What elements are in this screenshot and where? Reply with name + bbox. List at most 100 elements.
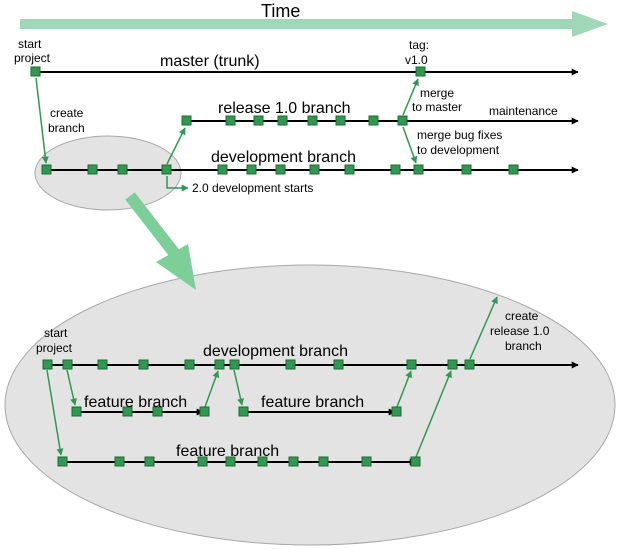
commit-node [122,406,133,417]
commit-node [415,66,426,77]
create-release-zoom-arrow [469,296,498,360]
commit-node [447,359,458,370]
zoom-arrow [125,192,196,290]
commit-node [368,115,379,126]
merge-to-master-arrow [402,78,419,116]
tag-label: tag: v1.0 [405,38,432,67]
commit-node [117,164,128,175]
commit-node [391,406,402,417]
commit-node [413,164,424,175]
commit-node [238,406,249,417]
merge-bug-fixes-arrow [402,126,418,164]
time-arrow [20,11,608,37]
commit-node [397,115,408,126]
commit-node [87,164,98,175]
merge-bug-fixes-label: merge bug fixes to development [417,128,506,157]
create-branch-line2: branch [48,121,85,135]
commit-node [214,359,225,370]
commit-node [318,456,329,467]
merge-to-master-label: merge to master [412,86,462,114]
release-label: release 1.0 branch [218,100,351,117]
master-label: master (trunk) [160,53,260,70]
zoom-start-line2: project [36,341,73,355]
commit-node [71,406,82,417]
create-release-line3: branch [505,339,542,353]
commit-node [225,115,236,126]
commit-node [461,164,472,175]
commit-node [410,456,421,467]
commit-node [285,359,296,370]
commit-node [184,359,195,370]
create-branch-line1: create [50,106,84,120]
commit-node [97,359,108,370]
feature-branch-2-label: feature branch [261,394,364,411]
development-label: development branch [211,149,356,166]
create-branch-label: create branch [48,106,87,135]
commit-node [57,456,68,467]
zoom-detail-ellipse [4,264,616,546]
feature3-nodes [57,456,421,467]
tag-label-line1: tag: [409,38,429,52]
create-release-line2: release 1.0 [490,324,550,338]
time-label: Time [261,1,300,21]
dev-starts-label: 2.0 development starts [192,181,313,195]
merge-bug-fixes-line1: merge bug fixes [417,128,502,142]
commit-node [30,66,41,77]
feature-branch-1-label: feature branch [84,394,187,411]
commit-node [62,359,73,370]
commit-node [114,456,125,467]
merge-feature3-arrow [415,370,452,458]
commit-node [152,406,163,417]
commit-node [307,115,318,126]
dev-starts-arrow [166,176,189,192]
zoom-development-label: development branch [203,343,348,360]
commit-node [229,359,240,370]
zoom-development-nodes [42,359,475,370]
create-branch-arrow [35,77,49,164]
development-nodes [41,164,519,175]
branch-feature1-arrow [66,369,78,406]
maintenance-label: maintenance [489,104,558,118]
zoom-start-line1: start [44,326,68,340]
merge-to-master-line1: merge [420,86,454,100]
branch-feature2-arrow [233,369,245,406]
commit-node [464,359,475,370]
commit-node [42,359,53,370]
commit-node [309,164,320,175]
branch-feature3-arrow [46,369,64,456]
commit-node [217,164,228,175]
feature1-nodes [71,406,210,417]
create-release-arrow [166,127,186,165]
commit-node [288,456,299,467]
create-release-zoom-label: create release 1.0 branch [490,309,553,353]
commit-node [246,164,257,175]
commit-node [138,359,149,370]
commit-node [406,359,417,370]
commit-node [344,164,355,175]
commit-node [257,456,268,467]
commit-node [197,456,208,467]
create-release-line1: create [505,309,539,323]
merge-to-master-line2: to master [412,100,462,114]
tag-label-line2: v1.0 [405,53,428,67]
commit-node [508,164,519,175]
commit-node [41,164,52,175]
zoom-source-ellipse [34,135,182,211]
zoom-start-project-label: start project [36,326,73,355]
master-nodes [30,66,426,77]
commit-node [253,115,264,126]
merge-bug-fixes-line2: to development [417,143,500,157]
commit-node [161,164,172,175]
feature2-nodes [238,406,402,417]
commit-node [144,456,155,467]
merge-feature1-arrow [204,370,220,408]
feature-branch-3-label: feature branch [176,443,279,460]
commit-node [199,406,210,417]
commit-node [333,359,344,370]
commit-node [390,164,401,175]
commit-node [225,456,236,467]
commit-node [361,456,372,467]
